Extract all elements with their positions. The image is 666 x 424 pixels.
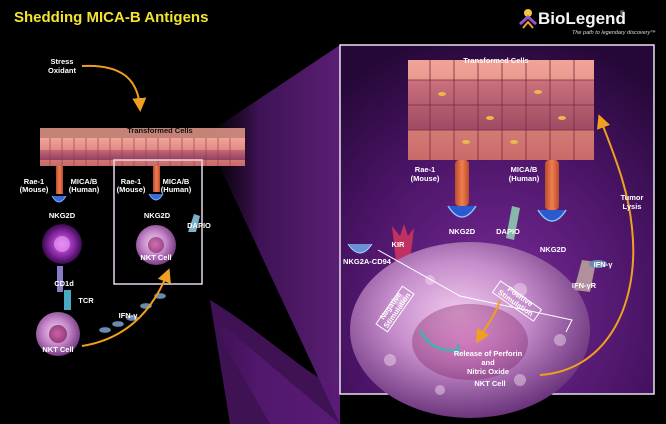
svg-text:The path to legendary discover: The path to legendary discovery™ bbox=[572, 30, 656, 36]
right-mica-stalk bbox=[545, 160, 559, 210]
right-transformed-cells-label: Transformed Cells bbox=[463, 56, 528, 65]
right-transformed-cells bbox=[408, 60, 594, 160]
tcr-molecule bbox=[64, 290, 71, 310]
left-ifn-label: IFN-γ bbox=[119, 311, 139, 320]
page-title: Shedding MICA-B Antigens bbox=[14, 9, 208, 26]
stress-arrow bbox=[81, 64, 147, 112]
left-mica-label: MICA/B bbox=[71, 177, 98, 186]
release-label: Release of Perforin bbox=[454, 349, 523, 358]
right-ifn-label: IFN-γ bbox=[594, 260, 614, 269]
left-nkt-cell bbox=[36, 312, 80, 356]
left-nkg2d-label: NKG2D bbox=[49, 211, 76, 220]
big-nkt-cell bbox=[350, 242, 590, 418]
lysis-label: Lysis bbox=[623, 202, 642, 211]
right-rae1-label: Rae-1 bbox=[415, 165, 435, 174]
negative-signal-arrow bbox=[419, 329, 459, 352]
tumor-label: Tumor bbox=[621, 193, 644, 202]
left-ligand-stalk bbox=[56, 166, 63, 194]
cd1d-label: CD1d bbox=[54, 279, 74, 288]
left-nk-cell bbox=[42, 224, 82, 264]
inset-nkg2d-receptor bbox=[148, 193, 164, 201]
nitric-oxide-label: Nitric Oxide bbox=[467, 367, 509, 376]
inset-rae1-label: Rae-1 bbox=[121, 177, 141, 186]
inset-nkg2d-label: NKG2D bbox=[144, 211, 171, 220]
right-nkg2d-receptor-2 bbox=[537, 209, 567, 222]
right-human-label: (Human) bbox=[509, 174, 540, 183]
ifn-gamma-receptor bbox=[574, 260, 596, 292]
ifn-gamma-r-label: IFN-γR bbox=[572, 281, 597, 290]
zoom-wedge-swoosh bbox=[210, 300, 340, 424]
positive-signal-arrow bbox=[475, 299, 501, 344]
inset-mouse-label: (Mouse) bbox=[117, 185, 146, 194]
nkt-to-inset-arrow bbox=[81, 268, 171, 347]
stimulation-bracket-line bbox=[377, 249, 573, 333]
tumor-lysis-arrow bbox=[539, 114, 635, 376]
inset-human-label: (Human) bbox=[161, 185, 192, 194]
svg-text:BioLegend: BioLegend bbox=[538, 9, 626, 28]
inset-dapio-molecule bbox=[188, 214, 200, 232]
cd1d-molecule bbox=[57, 266, 63, 292]
and-label: and bbox=[481, 358, 495, 367]
right-nkg2d-label-2: NKG2D bbox=[540, 245, 567, 254]
right-mica-label: MICA/B bbox=[511, 165, 538, 174]
left-rae1-label: Rae-1 bbox=[24, 177, 44, 186]
left-transformed-cells bbox=[40, 128, 245, 166]
ifn-gamma-molecules bbox=[98, 292, 167, 334]
left-mouse-label: (Mouse) bbox=[20, 185, 49, 194]
inset-nkt-cell-label: NKT Cell bbox=[140, 253, 171, 262]
right-rae1-stalk bbox=[455, 160, 469, 206]
stress-label: Stress bbox=[51, 57, 74, 66]
kir-receptor bbox=[392, 224, 414, 262]
inset-box bbox=[113, 159, 203, 285]
right-dapio-molecule bbox=[506, 206, 520, 240]
right-nkg2d-receptor-1 bbox=[447, 205, 477, 218]
inset-nkt-cell bbox=[136, 225, 176, 265]
left-nkt-cell-label: NKT Cell bbox=[42, 345, 73, 354]
right-mouse-label: (Mouse) bbox=[411, 174, 440, 183]
right-nkt-cell-label: NKT Cell bbox=[474, 379, 505, 388]
nkg2a-cd94-receptor bbox=[347, 243, 373, 254]
inset-dapio-label: DAPIO bbox=[187, 221, 211, 230]
right-ifn-gamma-molecule bbox=[589, 260, 607, 268]
biolegend-logo: BioLegend ® The path to legendary discov… bbox=[519, 9, 656, 36]
left-human-label: (Human) bbox=[69, 185, 100, 194]
tcr-label: TCR bbox=[78, 296, 94, 305]
inset-mica-label: MICA/B bbox=[163, 177, 190, 186]
right-dapio-label: DAPIO bbox=[496, 227, 520, 236]
left-nkg2d-receptor bbox=[51, 195, 67, 203]
inset-ligand-stalk bbox=[153, 166, 160, 192]
svg-text:®: ® bbox=[620, 10, 625, 17]
kir-label: KIR bbox=[392, 240, 406, 249]
nkg2a-cd94-label: NKG2A-CD94 bbox=[343, 257, 392, 266]
oxidant-label: Oxidant bbox=[48, 66, 76, 75]
left-transformed-cells-label: Transformed Cells bbox=[127, 126, 192, 135]
right-nkg2d-label-1: NKG2D bbox=[449, 227, 476, 236]
